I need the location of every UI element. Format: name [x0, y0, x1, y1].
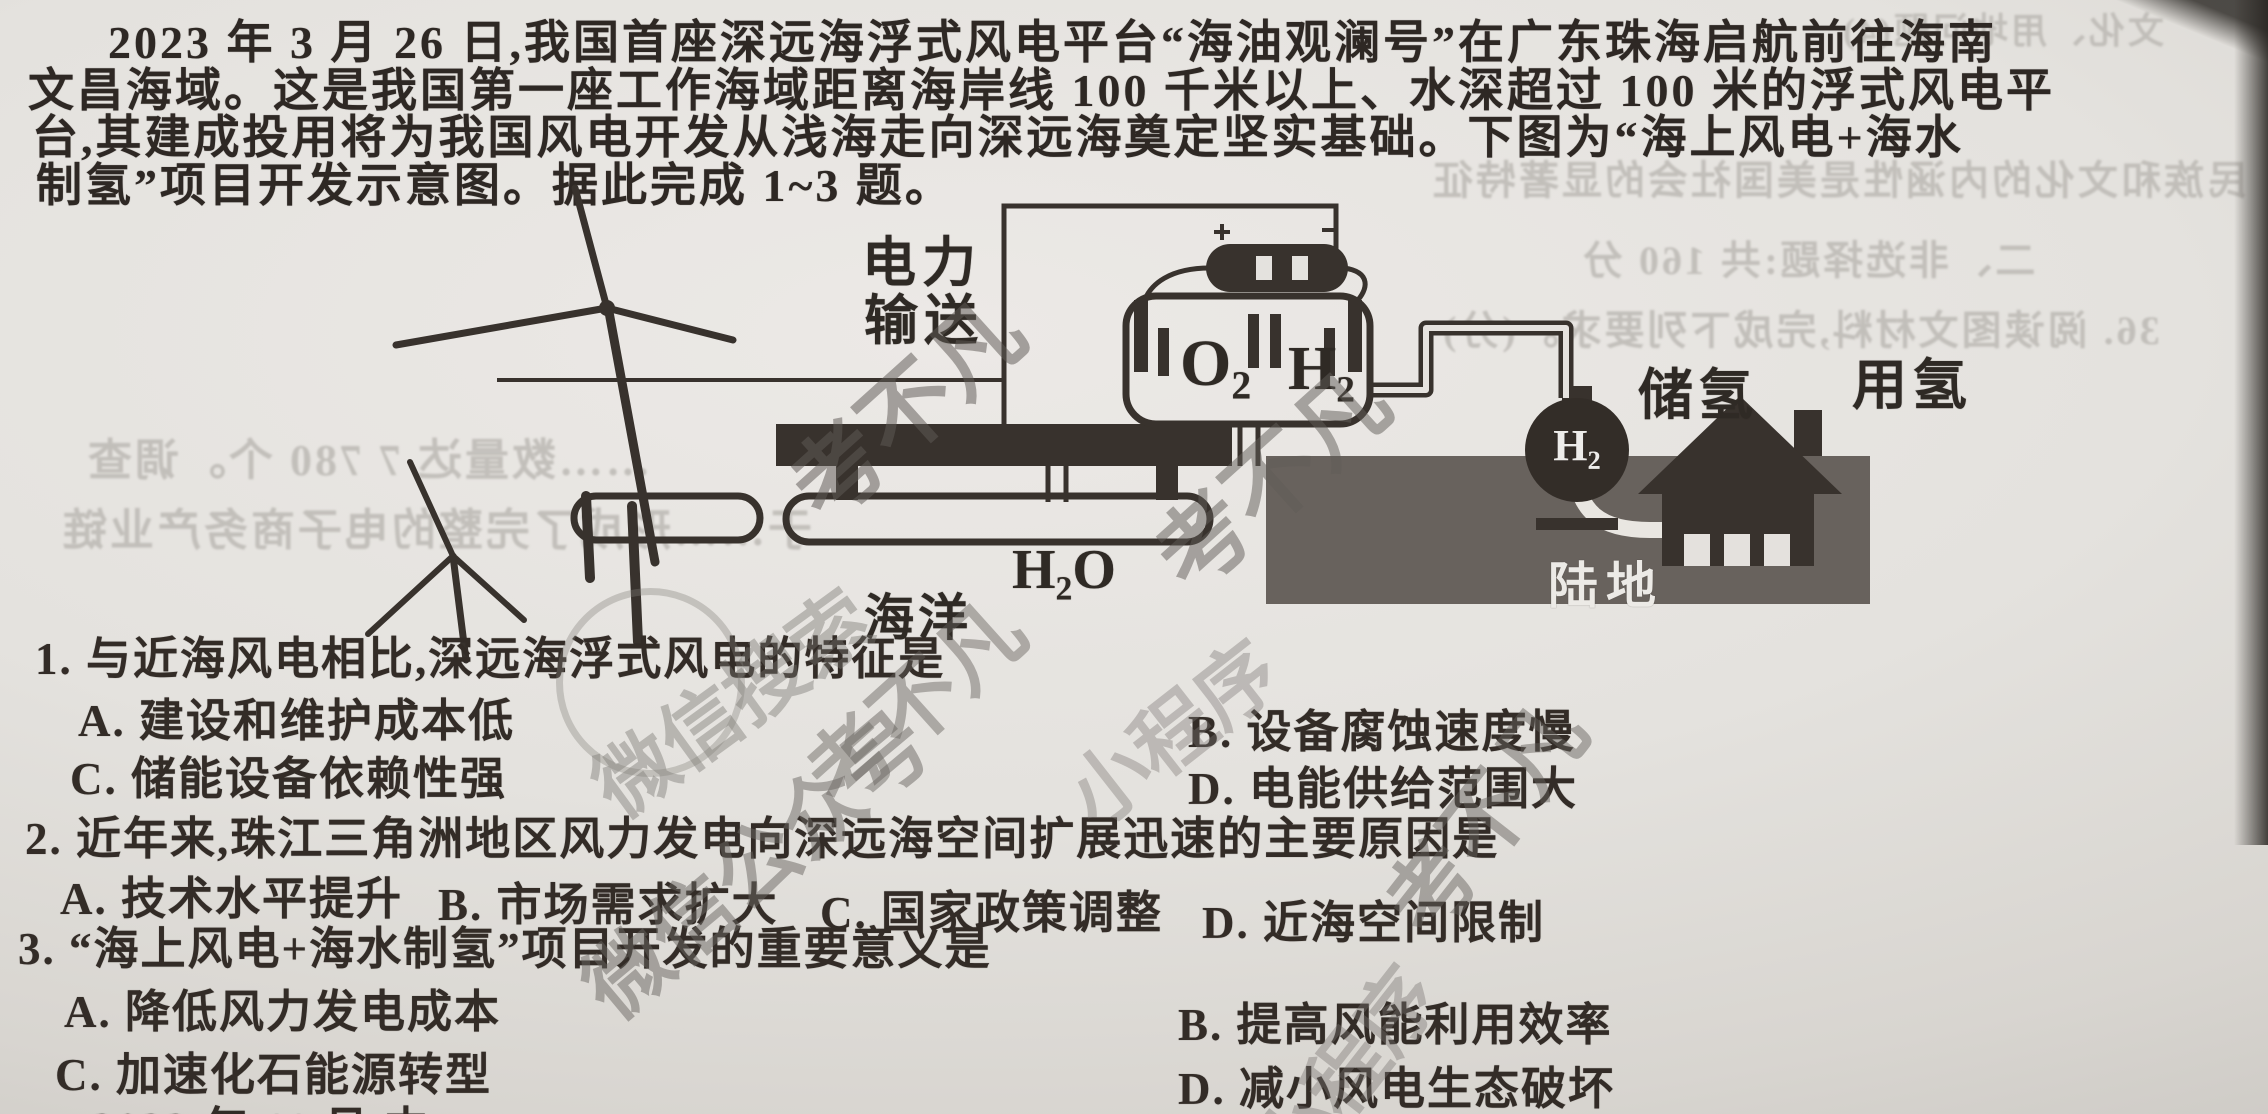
- hydrogen-label: H₂: [1288, 335, 1355, 403]
- power-transmission-label-1: 电力: [862, 233, 982, 293]
- hydrogen-flow-arrow: [1566, 458, 1798, 554]
- paper-right-edge-shadow: [2234, 0, 2268, 845]
- hydrogen-use-label: 用氢: [1852, 355, 1973, 416]
- bleedthrough-line: ……数量达 7 780 个。调查: [85, 436, 650, 485]
- bleedthrough-line: 于……形成了完整的电子商务产业链: [60, 506, 812, 555]
- passage-line-3: 台,其建成投用将为我国风电开发从浅海走向深远海奠定坚实基础。下图为“海上风电+海…: [32, 112, 1964, 163]
- question-1-option-c: C. 储能设备依赖性强: [70, 754, 507, 804]
- question-3-option-a: A. 降低风力发电成本: [64, 987, 501, 1037]
- question-1-stem: 1. 与近海风电相比,深远海浮式风电的特征是: [35, 634, 946, 684]
- tank-h2-label: H₂: [1553, 421, 1601, 470]
- hydrogen-storage-label: 储氢: [1638, 365, 1759, 426]
- question-2-option-b: B. 市场需求扩大: [438, 880, 779, 930]
- question-3-stem: 3. “海上风电+海水制氢”项目开发的重要意义是: [18, 924, 992, 974]
- power-transmission-label-2: 输送: [864, 291, 984, 351]
- question-3-option-c: C. 加速化石能源转型: [55, 1050, 492, 1100]
- question-2-option-a: A. 技术水平提升: [60, 874, 403, 924]
- oxygen-label: O₂: [1180, 327, 1252, 400]
- bottom-partial-line: 2022 年 11 月,中……: [92, 1092, 525, 1114]
- battery-icon: [1206, 224, 1348, 292]
- platform-icon: [570, 422, 1261, 546]
- passage-line-2: 文昌海域。这是我国第一座工作海域距离海岸线 100 千米以上、水深超过 100 …: [28, 65, 2055, 116]
- question-1-option-d: D. 电能供给范围大: [1188, 764, 1578, 814]
- bleedthrough-line: 36. 阅读图文材料,完成下列要求。(分): [1440, 308, 2160, 353]
- land-label: 陆地: [1548, 558, 1664, 614]
- water-label: H₂O: [1012, 539, 1116, 601]
- question-3-option-b: B. 提高风能利用效率: [1178, 1000, 1613, 1050]
- question-1-option-a: A. 建设和维护成本低: [78, 696, 515, 746]
- question-1-option-b: B. 设备腐蚀速度慢: [1188, 707, 1576, 757]
- question-2-option-d: D. 近海空间限制: [1202, 898, 1545, 948]
- passage-line-1: 2023 年 3 月 26 日,我国首座深远海浮式风电平台“海油观澜号”在广东珠…: [108, 17, 1997, 68]
- paper-corner-shadow: [2098, 0, 2268, 70]
- hydrogen-pipe: [1370, 320, 1574, 398]
- passage-line-4: 制氢”项目开发示意图。据此完成 1~3 题。: [36, 160, 954, 211]
- bleedthrough-line: 二、非选择题:共 160 分: [1580, 238, 2036, 283]
- watermark-text: 考不凡: [1136, 350, 1410, 611]
- watermark-stamp-circle: [556, 588, 745, 777]
- question-2-option-c: C. 国家政策调整: [820, 888, 1163, 938]
- question-3-option-d: D. 减小风电生态破坏: [1178, 1064, 1615, 1114]
- wind-turbine-icon: [365, 184, 737, 664]
- question-2-stem: 2. 近年来,珠江三角洲地区风力发电向深远海空间扩展迅速的主要原因是: [25, 814, 1500, 864]
- ocean-label: 海洋: [864, 590, 972, 646]
